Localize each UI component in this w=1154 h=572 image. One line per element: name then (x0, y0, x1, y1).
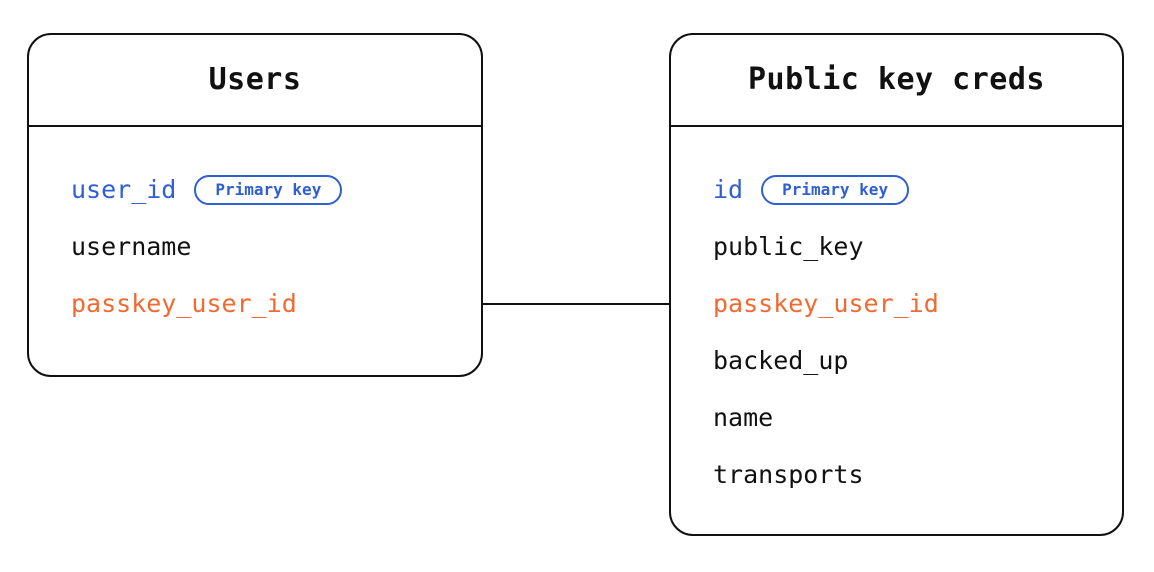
primary-key-badge: Primary key (761, 174, 910, 205)
field-row[interactable]: public_key (671, 218, 1122, 275)
field-name-transports: transports (713, 460, 864, 489)
field-name-user-id: user_id (71, 175, 177, 204)
entity-users-field-list: user_id Primary key username passkey_use… (29, 127, 481, 332)
entity-public-key-creds-header: Public key creds (671, 35, 1122, 127)
field-row[interactable]: passkey_user_id (29, 275, 481, 332)
field-row[interactable]: passkey_user_id (671, 275, 1122, 332)
field-row[interactable]: transports (671, 446, 1122, 503)
field-name-id: id (713, 175, 744, 204)
field-row[interactable]: user_id Primary key (29, 161, 481, 218)
field-row[interactable]: username (29, 218, 481, 275)
field-name-name: name (713, 403, 774, 432)
field-name-public-key: public_key (713, 232, 864, 261)
field-row[interactable]: backed_up (671, 332, 1122, 389)
entity-public-key-creds-title: Public key creds (748, 62, 1045, 97)
entity-public-key-creds-field-list: id Primary key public_key passkey_user_i… (671, 127, 1122, 503)
entity-users-header: Users (29, 35, 481, 127)
relationship-connector-line (481, 303, 671, 305)
entity-users[interactable]: Users user_id Primary key username passk… (27, 33, 483, 377)
field-row[interactable]: id Primary key (671, 161, 1122, 218)
entity-users-title: Users (208, 62, 302, 97)
field-name-backed-up: backed_up (713, 346, 849, 375)
entity-public-key-creds[interactable]: Public key creds id Primary key public_k… (669, 33, 1124, 536)
field-name-passkey-user-id: passkey_user_id (713, 289, 939, 318)
primary-key-badge: Primary key (194, 174, 343, 205)
field-name-username: username (71, 232, 192, 261)
field-name-passkey-user-id: passkey_user_id (71, 289, 297, 318)
field-row[interactable]: name (671, 389, 1122, 446)
